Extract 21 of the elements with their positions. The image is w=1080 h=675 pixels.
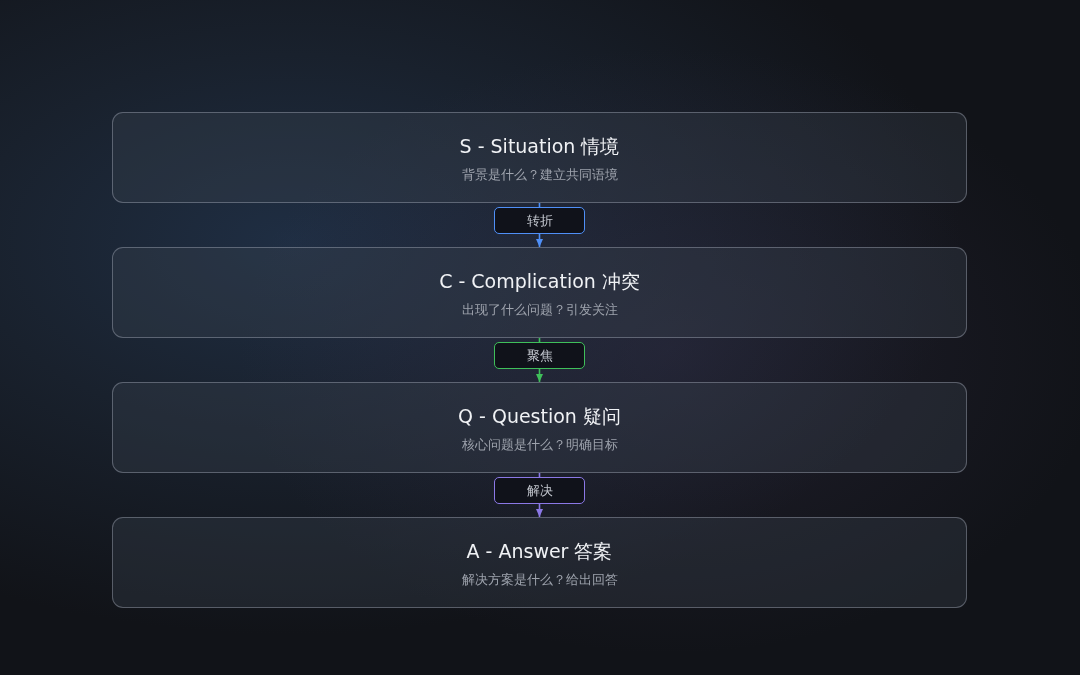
- connector-line: [538, 202, 541, 208]
- stage-description: 核心问题是什么？明确目标: [461, 436, 618, 454]
- arrow: [536, 233, 543, 248]
- arrow: [536, 368, 543, 383]
- stage-description: 解决方案是什么？给出回答: [461, 571, 618, 589]
- stage-description: 背景是什么？建立共同语境: [461, 166, 618, 184]
- stage-title: S - Situation 情境: [459, 134, 620, 158]
- transition-tag: 解决: [494, 477, 585, 504]
- connector-line: [538, 472, 541, 478]
- stage-box: [112, 382, 967, 473]
- transition-tag: 聚焦: [494, 342, 585, 369]
- stage-description: 出现了什么问题？引发关注: [461, 301, 618, 319]
- stage-box: [112, 247, 967, 338]
- stage-box: [112, 517, 967, 608]
- stage-title: A - Answer 答案: [466, 539, 613, 563]
- arrow: [536, 503, 543, 518]
- transition-tag: 转折: [494, 207, 585, 234]
- stage-title: C - Complication 冲突: [439, 269, 640, 293]
- stage-box: [112, 112, 967, 203]
- stage-title: Q - Question 疑问: [458, 404, 621, 428]
- connector-line: [538, 337, 541, 343]
